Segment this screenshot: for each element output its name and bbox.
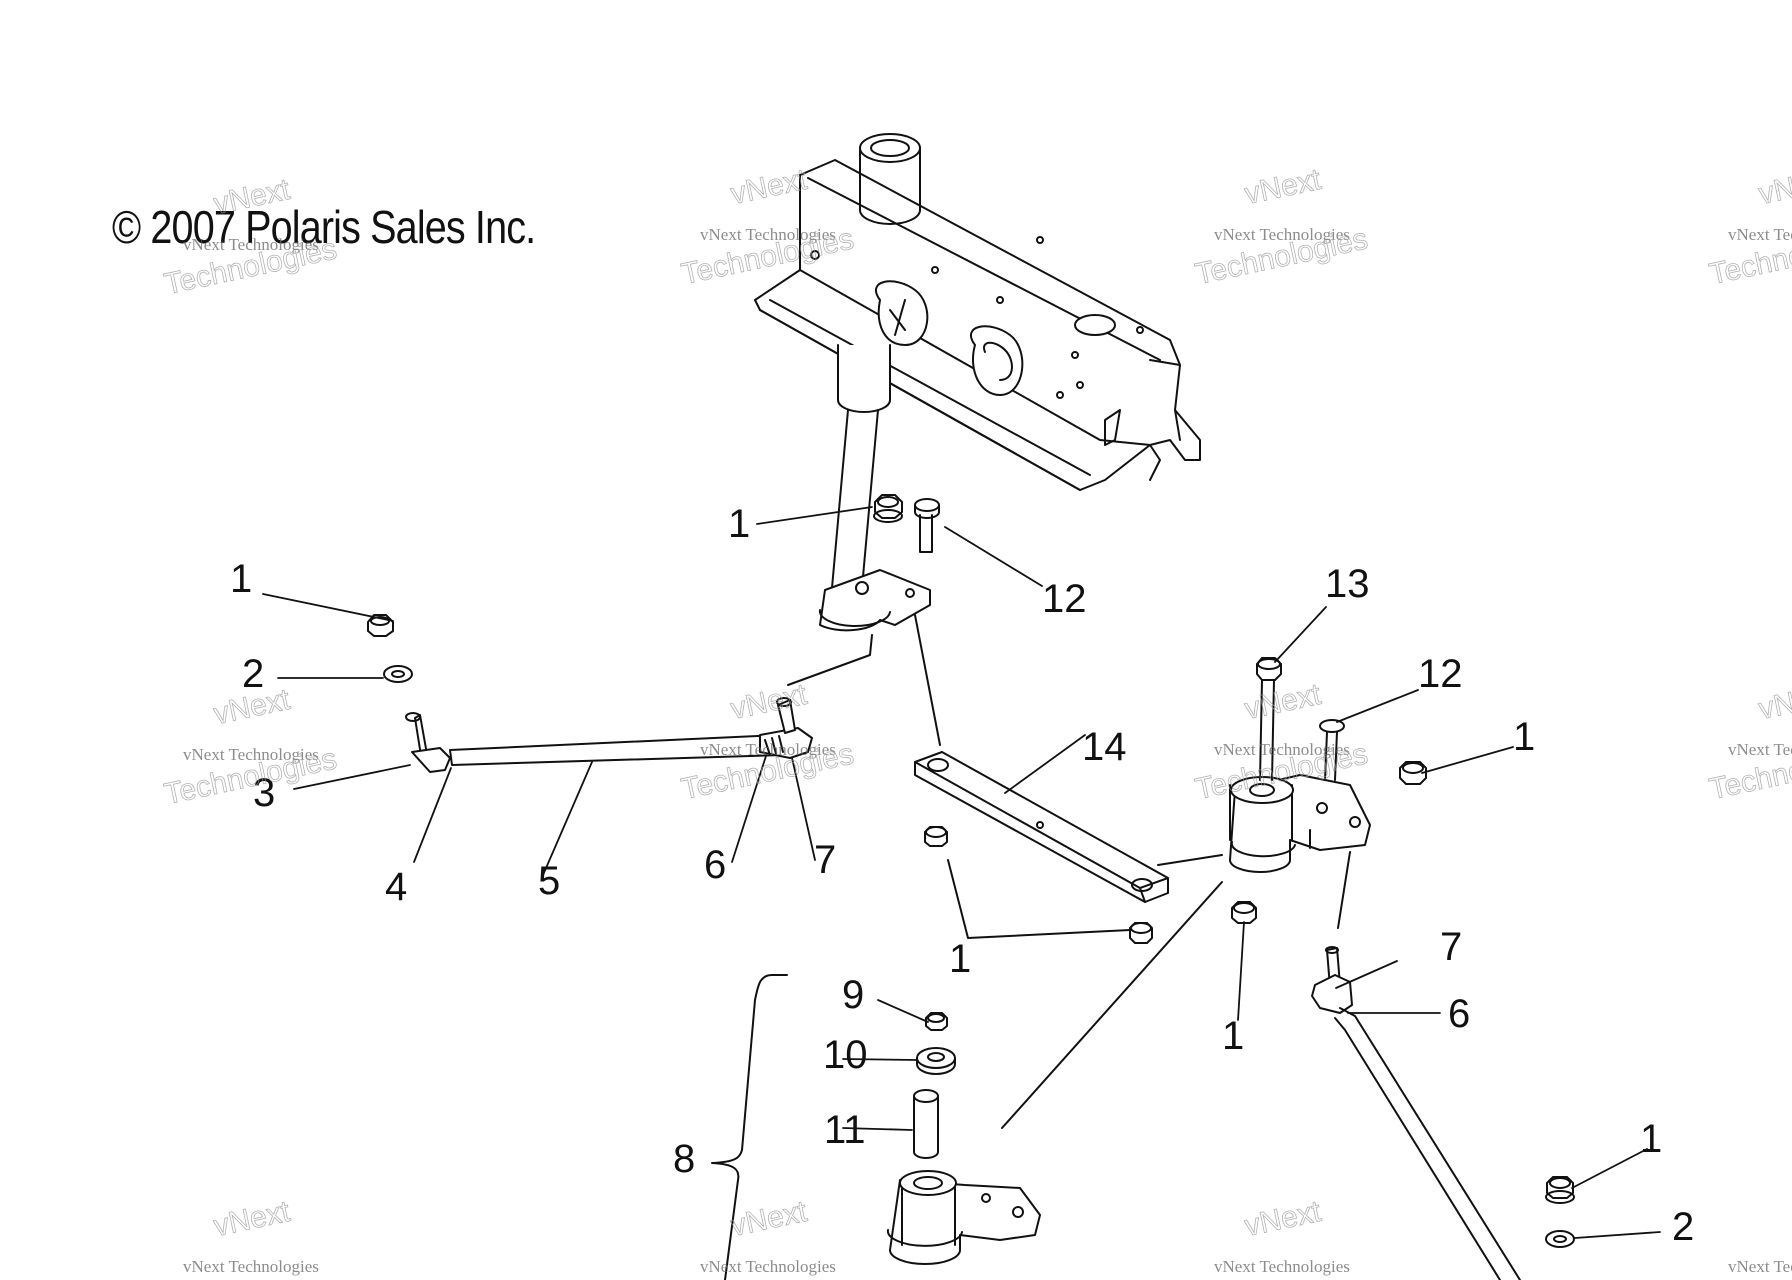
svg-text:vNext: vNext <box>1242 1195 1325 1243</box>
callout-1: 1 <box>949 937 971 981</box>
nut-1-right <box>1399 761 1427 785</box>
callout-11: 11 <box>824 1108 866 1152</box>
svg-text:vNext: vNext <box>211 1195 294 1243</box>
tie-rod-right <box>1311 946 1521 1280</box>
svg-text:vNext Technologies: vNext Technologies <box>1214 1257 1350 1276</box>
steering-post <box>818 344 931 632</box>
svg-text:vNext: vNext <box>211 683 294 731</box>
nut-1-pivot-under <box>1231 901 1257 924</box>
svg-text:vNext Technologies: vNext Technologies <box>1728 740 1792 759</box>
nut-9 <box>925 1012 948 1031</box>
watermark: vNext vNext Technologies <box>700 1194 836 1276</box>
nut-1-bar-left <box>924 826 948 847</box>
svg-text:vNext: vNext <box>1242 678 1325 726</box>
callout-6: 6 <box>704 843 726 887</box>
callout-12: 12 <box>1418 652 1463 696</box>
washer-2-bottom-right <box>1545 1230 1575 1248</box>
callout-1: 1 <box>728 502 750 546</box>
callout-1: 1 <box>1513 715 1535 759</box>
callout-5: 5 <box>538 859 560 903</box>
callout-1: 1 <box>230 557 252 601</box>
callout-3: 3 <box>253 771 275 815</box>
svg-text:vNext Technologies: vNext Technologies <box>1214 740 1350 759</box>
washer-2-left <box>383 665 413 683</box>
svg-text:vNext: vNext <box>728 678 811 726</box>
callout-10: 10 <box>823 1033 868 1077</box>
watermark: vNext Technologies <box>1728 1257 1792 1276</box>
svg-text:vNext Technologies: vNext Technologies <box>183 235 319 254</box>
callout-12: 12 <box>1042 577 1087 621</box>
bushing-11 <box>913 1089 939 1159</box>
callout-1: 1 <box>1222 1014 1244 1058</box>
callout-14: 14 <box>1082 725 1127 769</box>
callout-8: 8 <box>673 1137 695 1181</box>
bolt-12-top <box>914 498 940 553</box>
watermark: vNext vNext Technologies Technologies <box>1706 162 1792 291</box>
callout-2: 2 <box>1672 1205 1694 1249</box>
svg-text:vNext: vNext <box>728 1195 811 1243</box>
callout-4: 4 <box>385 865 407 909</box>
svg-text:vNext: vNext <box>728 163 811 211</box>
bracket-8 <box>711 974 788 1280</box>
callout-13: 13 <box>1325 562 1370 606</box>
callout-2: 2 <box>242 652 264 696</box>
watermark: vNext vNext Technologies Technologies <box>161 172 340 301</box>
pivot-arm <box>1229 774 1371 873</box>
svg-text:vNext: vNext <box>211 173 294 221</box>
watermark: vNext vNext Technologies Technologies <box>1706 677 1792 806</box>
pivot-arm-8 <box>886 1170 1041 1265</box>
callout-7: 7 <box>814 838 836 882</box>
callout-6: 6 <box>1448 992 1470 1036</box>
svg-text:vNext: vNext <box>1242 163 1325 211</box>
bolt-12-right <box>1319 719 1345 781</box>
svg-text:vNext: vNext <box>1756 163 1792 211</box>
copyright-notice: © 2007 Polaris Sales Inc. <box>112 201 536 253</box>
nut-1-bar-right <box>1129 922 1153 944</box>
svg-text:vNext Technologies: vNext Technologies <box>700 1257 836 1276</box>
callout-9: 9 <box>842 973 864 1017</box>
watermark: vNext vNext Technologies Technologies <box>678 677 857 806</box>
watermark: vNext vNext Technologies <box>183 1194 319 1276</box>
svg-text:vNext Technologies: vNext Technologies <box>700 225 836 244</box>
nut-1-top <box>873 494 903 523</box>
steering-support-frame <box>754 133 1201 491</box>
tie-rod-left <box>405 697 813 773</box>
watermark: vNext vNext Technologies Technologies <box>1192 162 1371 291</box>
callout-1: 1 <box>1640 1117 1662 1161</box>
washer-10 <box>916 1047 956 1075</box>
nut-1-bottom-right <box>1545 1176 1575 1204</box>
svg-text:vNext: vNext <box>1756 678 1792 726</box>
callout-labels: 1 12 1 2 3 4 5 6 7 14 13 12 1 1 1 7 6 9 … <box>230 502 1694 1249</box>
callout-7: 7 <box>1440 925 1462 969</box>
svg-text:vNext Technologies: vNext Technologies <box>700 740 836 759</box>
svg-text:vNext Technologies: vNext Technologies <box>183 745 319 764</box>
svg-text:vNext Technologies: vNext Technologies <box>1728 1257 1792 1276</box>
idler-arm-14 <box>914 751 1169 903</box>
svg-text:vNext Technologies: vNext Technologies <box>1728 225 1792 244</box>
svg-text:vNext Technologies: vNext Technologies <box>1214 225 1350 244</box>
svg-text:vNext Technologies: vNext Technologies <box>183 1257 319 1276</box>
watermark: vNext vNext Technologies Technologies <box>161 682 340 811</box>
watermark: vNext vNext Technologies <box>1214 1194 1350 1276</box>
bolt-13 <box>1256 657 1282 781</box>
